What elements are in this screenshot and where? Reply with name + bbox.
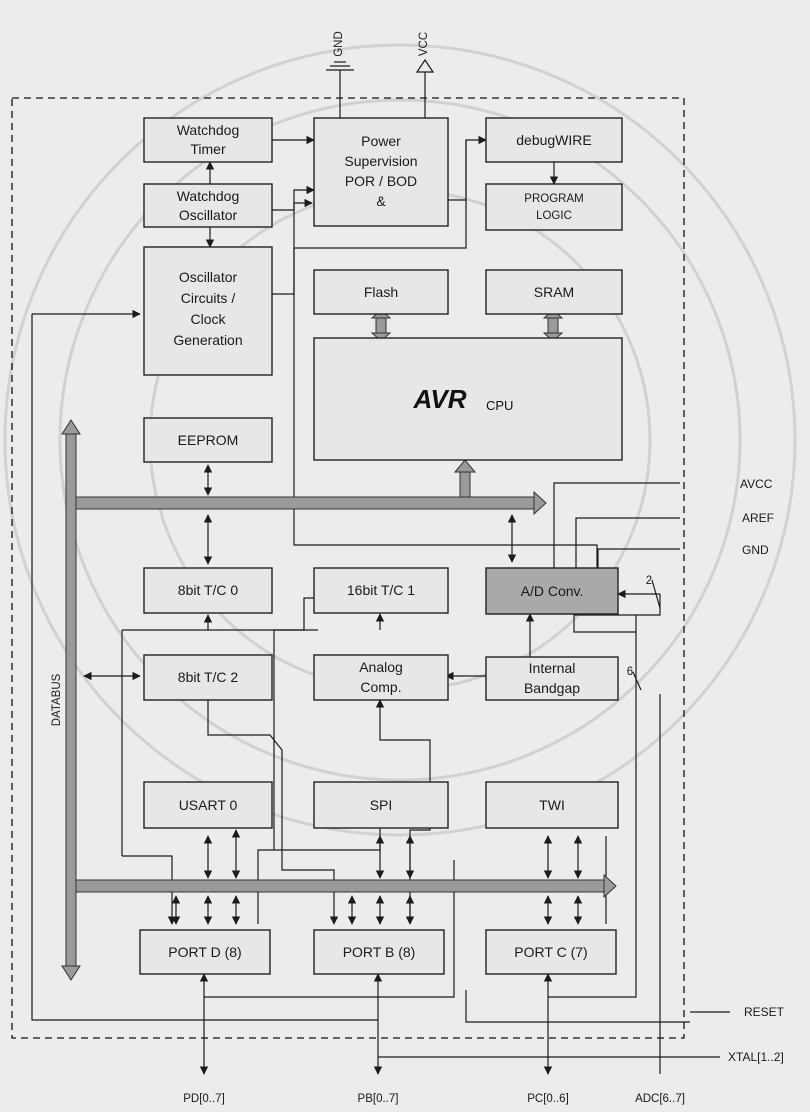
- adc-label: A/D Conv.: [521, 583, 584, 599]
- eeprom-label: EEPROM: [178, 432, 239, 448]
- vcc-top-label: VCC: [418, 32, 430, 56]
- port-b-block: PORT B (8): [313, 929, 445, 975]
- aref-label: AREF: [742, 511, 774, 525]
- power-line1: Power: [361, 133, 401, 149]
- watchdog-osc-line2: Oscillator: [179, 207, 238, 223]
- bandgap-block: Internal Bandgap: [485, 656, 619, 701]
- program-line2: LOGIC: [536, 210, 572, 222]
- tc2-label: 8bit T/C 2: [178, 669, 239, 685]
- analog-comp-block: Analog Comp.: [313, 654, 449, 701]
- sram-block: SRAM: [485, 269, 623, 315]
- tc1-label: 16bit T/C 1: [347, 582, 415, 598]
- cpu-label: CPU: [486, 398, 513, 413]
- pb-label: PB[0..7]: [358, 1093, 399, 1105]
- flash-block: Flash: [313, 269, 449, 315]
- bus-width-6: 6: [627, 666, 633, 678]
- power-supervision-block: Power Supervision POR / BOD &: [313, 117, 449, 227]
- program-logic-block: PROGRAM LOGIC: [485, 183, 623, 231]
- pd-label: PD[0..7]: [183, 1093, 225, 1105]
- spi-block: SPI: [313, 781, 449, 829]
- sram-label: SRAM: [534, 284, 574, 300]
- watchdog-osc-line1: Watchdog: [177, 188, 240, 204]
- debugwire-label: debugWIRE: [516, 132, 591, 148]
- usart-block: USART 0: [143, 781, 273, 829]
- watchdog-oscillator-block: Watchdog Oscillator: [143, 183, 273, 228]
- tc2-block: 8bit T/C 2: [143, 654, 273, 701]
- program-line1: PROGRAM: [524, 193, 583, 205]
- gnd-right-label: GND: [742, 543, 769, 557]
- avcc-label: AVCC: [740, 477, 773, 491]
- vcc-symbol: [415, 58, 435, 118]
- power-line2: Supervision: [344, 153, 417, 169]
- twi-block: TWI: [485, 781, 619, 829]
- osc-line4: Generation: [173, 332, 242, 348]
- power-line4: &: [376, 193, 386, 209]
- bus-width-2: 2: [646, 575, 652, 587]
- bandgap-line1: Internal: [529, 660, 576, 676]
- port-b-label: PORT B (8): [343, 944, 416, 960]
- analog-line2: Comp.: [360, 679, 401, 695]
- port-c-label: PORT C (7): [514, 944, 587, 960]
- debugwire-block: debugWIRE: [485, 117, 623, 163]
- cpu-block: AVR CPU: [313, 337, 623, 461]
- oscillator-block: Oscillator Circuits / Clock Generation: [143, 246, 273, 376]
- databus-label: DATABUS: [51, 673, 63, 726]
- port-d-block: PORT D (8): [139, 929, 271, 975]
- gnd-symbol: [326, 61, 354, 118]
- chip-boundary: [11, 97, 685, 1039]
- reset-label: RESET: [744, 1005, 785, 1019]
- spi-label: SPI: [370, 797, 393, 813]
- tc1-block: 16bit T/C 1: [313, 567, 449, 614]
- bandgap-line2: Bandgap: [524, 680, 580, 696]
- usart-label: USART 0: [179, 797, 238, 813]
- port-d-label: PORT D (8): [168, 944, 241, 960]
- flash-label: Flash: [364, 284, 398, 300]
- watchdog-timer-line2: Timer: [190, 141, 226, 157]
- signal-lines: [31, 135, 730, 1075]
- adc-block: A/D Conv.: [485, 567, 619, 615]
- osc-line2: Circuits /: [181, 290, 236, 306]
- adc-pins-label: ADC[6..7]: [635, 1093, 685, 1105]
- xtal-label: XTAL[1..2]: [728, 1050, 784, 1064]
- osc-line3: Clock: [190, 311, 226, 327]
- pc-label: PC[0..6]: [527, 1093, 569, 1105]
- tc0-block: 8bit T/C 0: [143, 567, 273, 614]
- data-buses: [61, 309, 617, 981]
- twi-label: TWI: [539, 797, 565, 813]
- analog-line1: Analog: [359, 659, 403, 675]
- watchdog-timer-line1: Watchdog: [177, 122, 240, 138]
- eeprom-block: EEPROM: [143, 417, 273, 463]
- watchdog-timer-block: Watchdog Timer: [143, 117, 273, 163]
- port-c-block: PORT C (7): [485, 929, 617, 975]
- power-line3: POR / BOD: [345, 173, 417, 189]
- osc-line1: Oscillator: [179, 269, 238, 285]
- avr-logo: AVR: [413, 384, 467, 414]
- gnd-top-label: GND: [333, 31, 345, 57]
- tc0-label: 8bit T/C 0: [178, 582, 239, 598]
